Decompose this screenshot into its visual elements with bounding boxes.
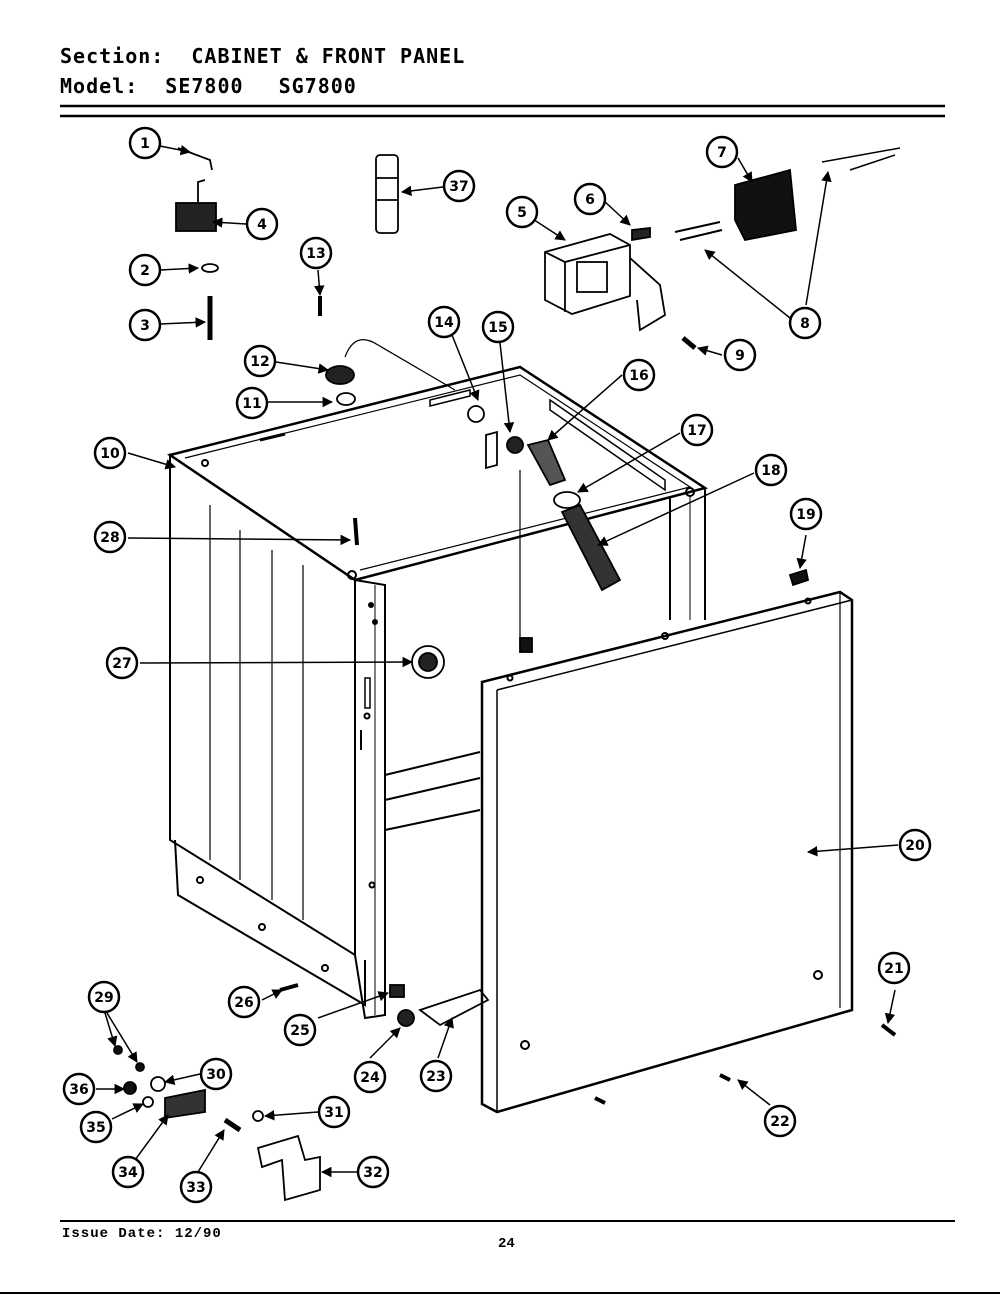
svg-text:37: 37 [449, 179, 468, 195]
callout-1: 1 [128, 126, 162, 160]
section-heading: Section: CABINET & FRONT PANEL [60, 44, 465, 68]
svg-text:13: 13 [306, 246, 325, 262]
svg-text:10: 10 [100, 446, 120, 462]
svg-text:34: 34 [118, 1165, 138, 1181]
svg-text:3: 3 [140, 318, 150, 334]
svg-text:2: 2 [140, 263, 150, 279]
callout-14: 14 [427, 305, 461, 339]
callout-19: 19 [789, 497, 823, 531]
svg-text:5: 5 [517, 205, 527, 221]
svg-text:30: 30 [206, 1067, 226, 1083]
callout-12: 12 [243, 344, 277, 378]
svg-text:14: 14 [434, 315, 454, 331]
svg-text:25: 25 [290, 1023, 309, 1039]
svg-text:16: 16 [629, 368, 648, 384]
callout-16: 16 [622, 358, 656, 392]
parts [113, 147, 901, 1202]
model-heading: Model: SE7800 SG7800 [60, 74, 357, 98]
callout-23: 23 [419, 1059, 453, 1093]
callout-4: 4 [245, 207, 279, 241]
callout-7: 7 [705, 135, 739, 169]
callout-18: 18 [754, 453, 788, 487]
svg-text:17: 17 [687, 423, 706, 439]
svg-text:4: 4 [257, 217, 267, 233]
svg-text:32: 32 [363, 1165, 382, 1181]
section-label: Section: [60, 44, 165, 68]
svg-text:12: 12 [250, 354, 269, 370]
front-panel [480, 590, 854, 1114]
callout-9: 9 [723, 338, 757, 372]
svg-text:27: 27 [112, 656, 131, 672]
svg-text:19: 19 [796, 507, 815, 523]
leader-lines [96, 144, 899, 1178]
svg-text:35: 35 [86, 1120, 105, 1136]
page-number: 24 [498, 1236, 515, 1252]
callout-34: 34 [111, 1155, 145, 1189]
callout-8: 8 [788, 306, 822, 340]
svg-text:24: 24 [360, 1070, 380, 1086]
svg-text:36: 36 [69, 1082, 88, 1098]
callout-29: 29 [87, 980, 121, 1014]
callout-28: 28 [93, 520, 127, 554]
svg-text:22: 22 [770, 1114, 789, 1130]
callout-17: 17 [680, 413, 714, 447]
section-value: CABINET & FRONT PANEL [191, 44, 466, 68]
callout-31: 31 [317, 1095, 351, 1129]
callout-10: 10 [93, 436, 127, 470]
issue-date: Issue Date: 12/90 [62, 1226, 222, 1242]
svg-text:26: 26 [234, 995, 253, 1011]
svg-text:6: 6 [585, 192, 595, 208]
callout-27: 27 [105, 646, 139, 680]
callout-37: 37 [442, 169, 476, 203]
callout-26: 26 [227, 985, 261, 1019]
callout-3: 3 [128, 308, 162, 342]
cabinet [166, 365, 709, 1020]
svg-text:15: 15 [488, 320, 507, 336]
callout-11: 11 [235, 386, 269, 420]
header-rules [60, 104, 945, 118]
svg-text:21: 21 [884, 961, 903, 977]
svg-text:23: 23 [426, 1069, 445, 1085]
callout-6: 6 [573, 182, 607, 216]
svg-text:7: 7 [717, 145, 727, 161]
svg-text:29: 29 [94, 990, 113, 1006]
callout-13: 13 [299, 236, 333, 270]
svg-text:9: 9 [735, 348, 745, 364]
callout-30: 30 [199, 1057, 233, 1091]
callout-24: 24 [353, 1060, 387, 1094]
svg-text:11: 11 [242, 396, 261, 412]
callout-25: 25 [283, 1013, 317, 1047]
callout-33: 33 [179, 1170, 213, 1204]
svg-text:8: 8 [800, 316, 810, 332]
svg-text:1: 1 [140, 136, 150, 152]
model-value-1: SE7800 [165, 74, 244, 98]
callout-22: 22 [763, 1104, 797, 1138]
callout-32: 32 [356, 1155, 390, 1189]
callout-20: 20 [898, 828, 932, 862]
callout-36: 36 [62, 1072, 96, 1106]
callout-35: 35 [79, 1110, 113, 1144]
callout-21: 21 [877, 951, 911, 985]
svg-text:28: 28 [100, 530, 119, 546]
model-value-2: SG7800 [278, 74, 357, 98]
svg-text:31: 31 [324, 1105, 343, 1121]
callout-15: 15 [481, 310, 515, 344]
svg-text:33: 33 [186, 1180, 205, 1196]
callout-5: 5 [505, 195, 539, 229]
svg-text:18: 18 [761, 463, 780, 479]
callouts: 1 2 3 4 5 6 7 8 9 10 11 12 13 14 15 16 1… [62, 126, 932, 1204]
svg-text:20: 20 [905, 838, 925, 854]
model-label: Model: [60, 74, 139, 98]
callout-2: 2 [128, 253, 162, 287]
